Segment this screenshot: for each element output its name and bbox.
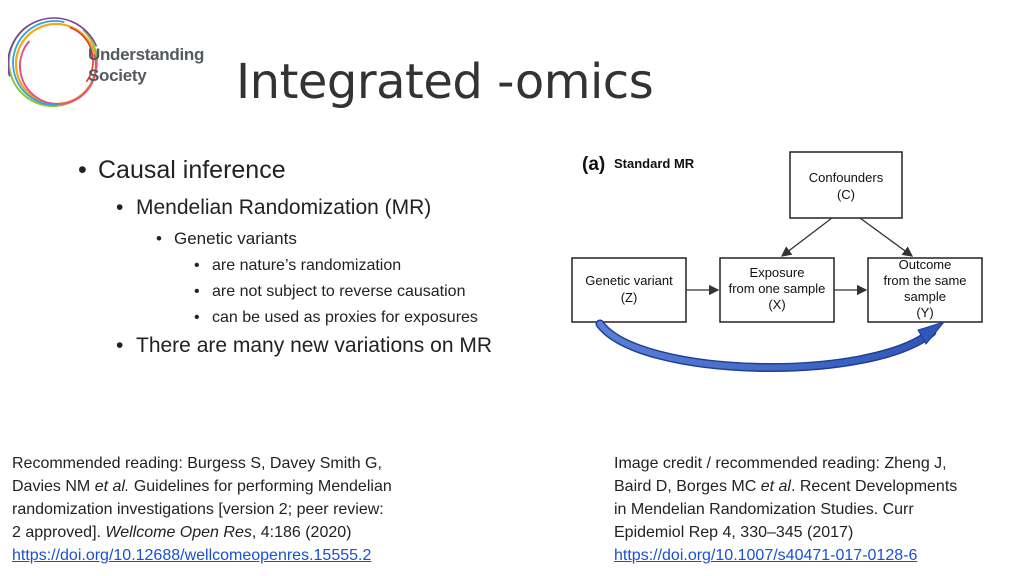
bullet-text: are not subject to reverse causation: [212, 283, 466, 300]
arrow-c-to-x: [780, 217, 833, 257]
ref-italic: Wellcome Open Res: [105, 524, 252, 541]
bullet-item: • are not subject to reverse causation: [194, 283, 465, 301]
ref-line: in Mendelian Randomization Studies. Curr: [614, 501, 914, 518]
bullet-variations: • There are many new variations on MR: [116, 334, 492, 358]
ref-text: , 4:186 (2020): [251, 524, 352, 541]
node-label: Confounders: [809, 170, 884, 185]
ref-text: Davies NM: [12, 478, 95, 495]
node-label: (Y): [916, 305, 933, 320]
bullet-text: Genetic variants: [174, 229, 297, 248]
node-label: from one sample: [729, 281, 826, 296]
bullet-dot-icon: •: [116, 334, 124, 357]
image-credit-right: Image credit / recommended reading: Zhen…: [614, 452, 1014, 567]
bullet-mr: • Mendelian Randomization (MR): [116, 196, 431, 220]
same-sample-curved-arrow: [595, 319, 946, 372]
ref-text: . Recent Developments: [790, 478, 958, 495]
outcome-node: Outcome from the same sample (Y): [867, 257, 983, 323]
slide-title: Integrated -omics: [236, 54, 654, 110]
bullet-item: • are nature’s randomization: [194, 257, 401, 275]
ref-line: https://doi.org/10.12688/wellcomeopenres…: [12, 544, 452, 567]
bullet-causal-inference: • Causal inference: [78, 156, 286, 185]
node-label: (Z): [621, 290, 638, 305]
bullet-text: Causal inference: [98, 156, 286, 184]
node-label: (X): [768, 297, 785, 312]
ref-italic: et al: [760, 478, 791, 495]
bullet-text: Mendelian Randomization (MR): [136, 196, 432, 219]
mr-diagram-svg: (a) Standard MR Confounders (C) Genetic …: [571, 151, 983, 372]
logo-rings-icon: [7, 17, 101, 111]
logo-line-1: Understanding: [88, 45, 205, 64]
logo-line-2: Society: [88, 66, 147, 85]
node-label: Exposure: [750, 265, 805, 280]
ref-line: https://doi.org/10.1007/s40471-017-0128-…: [614, 544, 1014, 567]
bullet-dot-icon: •: [116, 196, 124, 219]
bullet-text: are nature’s randomization: [212, 257, 402, 274]
bullet-text: There are many new variations on MR: [136, 334, 492, 357]
panel-label: (a): [582, 154, 605, 175]
ref-text: 2 approved].: [12, 524, 106, 541]
panel-title: Standard MR: [614, 156, 695, 171]
recommended-reading-left: Recommended reading: Burgess S, Davey Sm…: [12, 452, 452, 567]
understanding-society-logo: Understanding Society: [7, 6, 208, 116]
bullet-item: • can be used as proxies for exposures: [194, 309, 478, 327]
node-label: (C): [837, 187, 855, 202]
node-label: Outcome: [899, 257, 952, 272]
doi-link-left[interactable]: https://doi.org/10.12688/wellcomeopenres…: [12, 547, 372, 564]
ref-line: Image credit / recommended reading: Zhen…: [614, 455, 947, 472]
standard-mr-diagram: (a) Standard MR Confounders (C) Genetic …: [570, 148, 1010, 378]
bullet-text: can be used as proxies for exposures: [212, 309, 478, 326]
node-label: sample: [904, 289, 946, 304]
bullet-dot-icon: •: [78, 156, 87, 184]
ref-line: randomization investigations [version 2;…: [12, 501, 384, 518]
ref-line: Epidemiol Rep 4, 330–345 (2017): [614, 524, 854, 541]
ref-line: Davies NM et al. Guidelines for performi…: [12, 475, 452, 498]
bullet-genetic-variants: • Genetic variants: [156, 229, 297, 249]
node-label: Genetic variant: [585, 273, 673, 288]
confounders-node: Confounders (C): [789, 151, 903, 219]
ref-italic: et al.: [94, 478, 130, 495]
ref-line: 2 approved]. Wellcome Open Res, 4:186 (2…: [12, 521, 452, 544]
ref-text: Guidelines for performing Mendelian: [129, 478, 392, 495]
ref-line: Recommended reading: Burgess S, Davey Sm…: [12, 455, 382, 472]
bullet-dot-icon: •: [194, 257, 200, 274]
doi-link-right[interactable]: https://doi.org/10.1007/s40471-017-0128-…: [614, 547, 918, 564]
bullet-dot-icon: •: [156, 229, 162, 248]
exposure-node: Exposure from one sample (X): [719, 257, 835, 323]
logo-text: Understanding Society: [88, 44, 204, 86]
genetic-variant-node: Genetic variant (Z): [571, 257, 687, 323]
bullet-dot-icon: •: [194, 283, 200, 300]
arrow-c-to-y: [859, 217, 914, 257]
ref-text: Baird D, Borges MC: [614, 478, 761, 495]
ref-line: Baird D, Borges MC et al. Recent Develop…: [614, 475, 1014, 498]
node-label: from the same: [883, 273, 966, 288]
bullet-dot-icon: •: [194, 309, 200, 326]
